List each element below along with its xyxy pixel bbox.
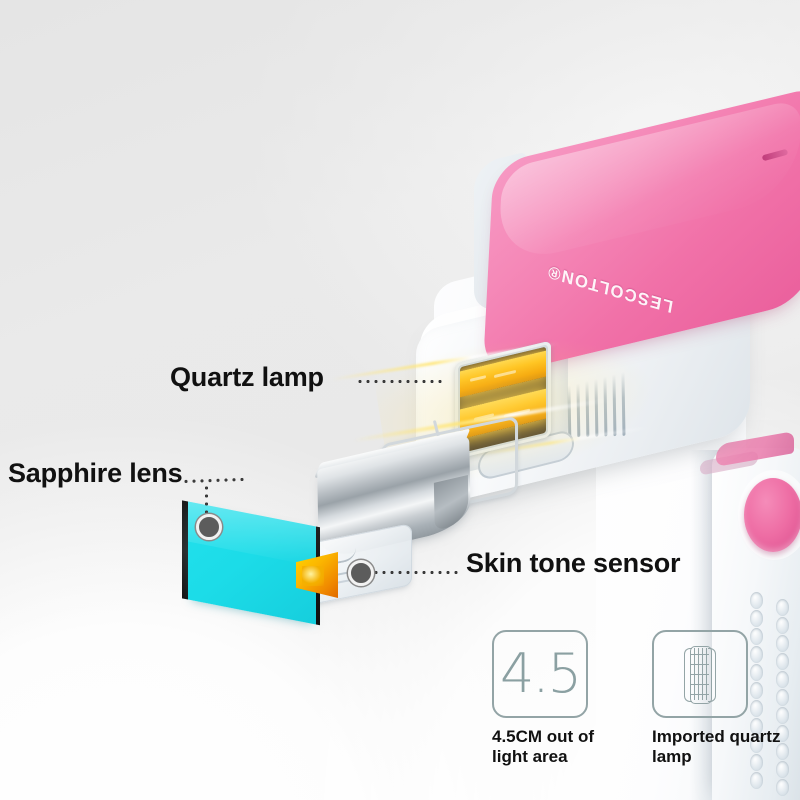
grip-dimple bbox=[776, 599, 789, 616]
leader-dots bbox=[372, 570, 460, 575]
grip-dimple bbox=[776, 725, 789, 742]
grip-dimple bbox=[750, 664, 763, 681]
grip-dimple bbox=[776, 743, 789, 760]
power-button[interactable] bbox=[744, 478, 800, 552]
grip-dimple bbox=[776, 671, 789, 688]
callout-label-quartz-lamp: Quartz lamp bbox=[170, 362, 324, 392]
grip-dimple bbox=[750, 628, 763, 645]
feature-caption-quartz-lamp: Imported quartz lamp bbox=[652, 727, 781, 767]
grip-dimple bbox=[750, 718, 763, 735]
grip-dimple bbox=[750, 682, 763, 699]
grip-dimple bbox=[750, 736, 763, 753]
leader-line-quartz-lamp bbox=[356, 379, 442, 384]
feature-caption-light-area: 4.5CM out of light area bbox=[492, 727, 594, 767]
grip-dimple bbox=[776, 617, 789, 634]
grip-dimple bbox=[750, 700, 763, 717]
grip-dimple bbox=[750, 772, 763, 789]
callout-label-sapphire-lens: Sapphire lens bbox=[8, 458, 183, 488]
callout-label-skin-tone-sensor: Skin tone sensor bbox=[466, 548, 681, 578]
lamp-icon-gridline bbox=[691, 674, 709, 675]
lamp-icon-gridline bbox=[691, 684, 709, 685]
lamp-bracket-left bbox=[684, 648, 692, 702]
number-4-5-icon: 4.5 bbox=[500, 642, 582, 705]
grip-dimple bbox=[776, 779, 789, 796]
grip-dimple bbox=[750, 592, 763, 609]
callout-node-skin-tone-sensor bbox=[348, 560, 374, 586]
reflector-inner-edge bbox=[433, 475, 469, 531]
lens-refraction-core bbox=[302, 566, 324, 586]
leader-line-skin-tone-sensor bbox=[372, 570, 460, 575]
grip-dimple bbox=[776, 689, 789, 706]
feature-badge-quartz-lamp: Imported quartz lamp bbox=[652, 630, 792, 768]
grip-dimple bbox=[776, 635, 789, 652]
lamp-icon-gridline bbox=[691, 654, 709, 655]
grip-dimple bbox=[776, 653, 789, 670]
quartz-lamp-tube-icon bbox=[684, 646, 716, 704]
leader-dots bbox=[356, 379, 442, 384]
grip-dimple bbox=[776, 761, 789, 778]
feature-badges: 4.5 4.5CM out of light area Imported qua… bbox=[492, 630, 792, 780]
grip-dimple bbox=[750, 610, 763, 627]
lamp-icon-gridline bbox=[691, 664, 709, 665]
lamp-icon-gridline bbox=[691, 694, 709, 695]
feature-badge-light-area: 4.5 4.5CM out of light area bbox=[492, 630, 632, 768]
grip-dimple bbox=[776, 707, 789, 724]
handle-grip-texture bbox=[748, 592, 800, 798]
callout-node-sapphire-lens bbox=[196, 514, 222, 540]
grip-dimple bbox=[750, 646, 763, 663]
badge-icon-box: 4.5 bbox=[492, 630, 588, 718]
grip-dimple bbox=[750, 754, 763, 771]
leader-line-sapphire-vertical bbox=[204, 484, 209, 520]
lamp-tube-outline bbox=[690, 646, 712, 704]
badge-icon-box bbox=[652, 630, 748, 718]
lamp-bracket-right bbox=[708, 648, 716, 702]
